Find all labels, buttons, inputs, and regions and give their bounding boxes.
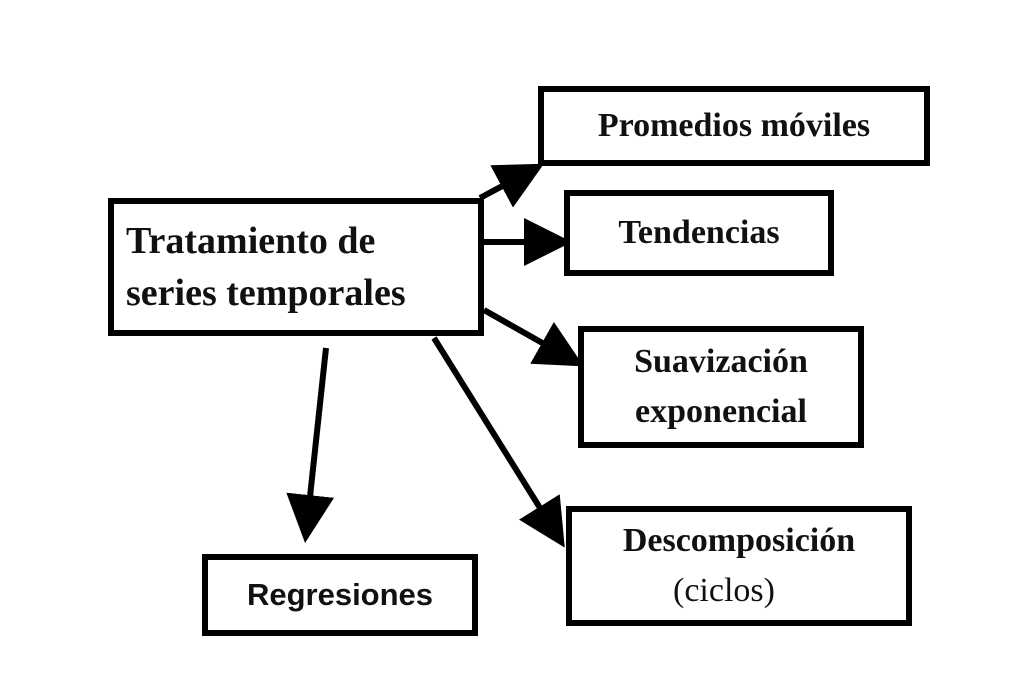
central-node-line-2: series temporales	[126, 272, 406, 314]
descomposicion-label-line-1: Descomposición	[622, 522, 856, 559]
tendencias-label: Tendencias	[618, 214, 780, 251]
arrow-to-descomposicion	[431, 336, 565, 548]
central-node-box: Tratamiento de series temporales	[108, 198, 484, 336]
arrow-to-promedios	[478, 163, 544, 208]
suavizacion-label-line-2: exponencial	[635, 393, 807, 430]
central-node-line-1: Tratamiento de	[126, 220, 376, 262]
suavizacion-label-line-1: Suavización	[634, 343, 808, 380]
suavizacion-exponencial-box: Suavización exponencial	[578, 326, 864, 448]
tendencias-box: Tendencias	[564, 190, 834, 276]
promedios-moviles-box: Promedios móviles	[538, 86, 930, 166]
descomposicion-label-line-2: (ciclos)	[673, 572, 775, 609]
descomposicion-box: Descomposición (ciclos)	[566, 506, 912, 626]
arrow-to-suavizacion	[482, 307, 584, 367]
regresiones-box: Regresiones	[202, 554, 478, 636]
arrow-to-regresiones	[286, 347, 335, 543]
promedios-moviles-label: Promedios móviles	[597, 107, 871, 144]
regresiones-label: Regresiones	[246, 577, 434, 612]
